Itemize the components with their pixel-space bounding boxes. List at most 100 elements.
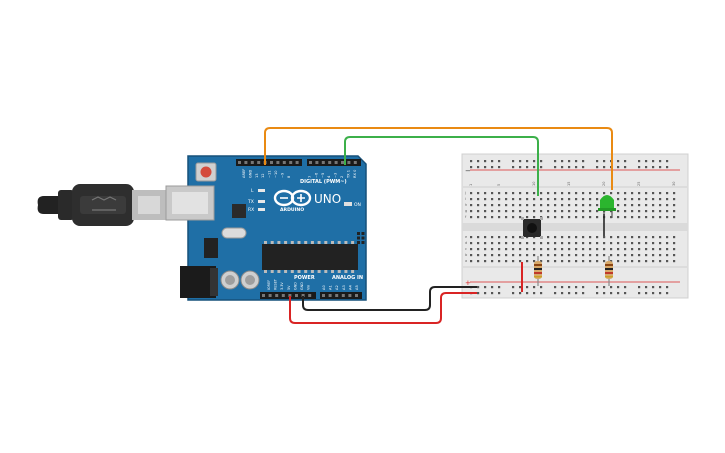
row-letter: j [464,191,466,195]
column-number: 10 [532,182,536,186]
row-letter: g [465,209,467,213]
voltage-regulator [204,238,218,258]
resistor-2[interactable] [605,256,613,286]
header-pin [295,161,299,164]
header-pin [301,294,305,297]
row-letter: e [465,235,468,239]
header-pin [281,294,285,297]
digital-pin-label: 13 [255,173,259,178]
column-number: 5 [497,184,501,186]
digital-pin-label: GND [248,170,252,178]
digital-header-pins [238,161,357,164]
rx-label: RX [248,207,254,213]
l-led [258,189,265,192]
digital-pin-label: ~9 [280,172,284,178]
digital-header[interactable] [236,159,361,166]
crystal-oscillator [221,227,247,239]
digital-header-label: DIGITAL (PWM~) [300,179,347,185]
row-letter: f [465,215,467,219]
column-number: 15 [567,182,571,186]
row-letter: h [465,203,467,207]
column-number: 1 [469,184,473,186]
on-label: ON [354,202,361,208]
wire-green[interactable] [344,136,539,196]
digital-pin-label: RX 0 [353,169,357,178]
tx-label: TX [247,199,254,205]
power-header[interactable] [260,292,362,299]
wire-red[interactable] [289,292,477,324]
on-led [344,202,352,206]
digital-pin-label: ~10 [274,170,278,178]
usb-cable[interactable] [37,184,166,226]
header-pin [334,161,338,164]
digital-pin-label: 8 [287,175,291,178]
wire-orange[interactable] [264,127,613,190]
power-jack[interactable] [180,266,218,298]
row-letter: d [465,241,467,245]
usb-chip [232,204,246,218]
digital-pin-label: ~6 [314,172,318,178]
header-pin [321,161,325,164]
board-model: UNO [314,192,341,206]
analog-pin-label: A0 [322,285,326,290]
power-header-label: POWER [294,275,315,281]
header-pin [270,161,273,164]
power-pin-label: GND [300,282,304,290]
rx-led [258,208,265,211]
header-pin [238,161,241,164]
row-letter: i [465,197,466,201]
power-pin-label: IOREF [267,280,271,290]
header-pin [295,294,298,297]
header-pin [341,294,345,297]
power-pin-label: Vin [307,285,311,290]
header-pin [328,161,332,164]
header-pin [276,161,280,164]
atmega-chip-pins [264,241,355,273]
digital-pin-label: ~11 [268,170,272,178]
header-pin [282,161,286,164]
capacitors [220,270,260,290]
l-label: L [251,188,254,194]
header-pin [355,294,358,297]
wire-black[interactable] [302,286,477,311]
icsp-header [357,232,365,244]
digital-pin-label: 12 [261,173,265,178]
power-header-pins [262,294,358,297]
resistor-1[interactable] [534,256,542,286]
rail-minus-label: − [465,167,471,175]
header-pin [335,294,339,297]
rail-plus-label: + [465,279,471,287]
header-pin [353,161,357,164]
header-pin [268,294,272,297]
header-pin [347,161,351,164]
power-pin-label: 3.3V [280,282,284,290]
header-pin [341,161,344,164]
header-pin [250,161,254,164]
digital-pin-label: 4 [327,175,331,178]
breadboard[interactable]: + − [461,153,689,299]
header-pin [309,161,312,164]
header-pin [262,294,265,297]
row-letter: b [465,253,468,257]
power-pin-label: 5V [287,285,291,290]
row-letter: c [465,247,467,251]
header-pin [275,294,279,297]
arduino-logo-icon [273,189,312,207]
analog-pin-label: A2 [335,285,339,290]
pushbutton[interactable] [521,217,543,239]
digital-pin-label: TX 1 [346,170,350,179]
header-pin [257,161,261,164]
tx-led [258,200,265,203]
atmega-chip [262,244,358,270]
header-pin [289,161,293,164]
arduino-brand: ARDUINO [280,207,304,213]
arduino-uno-board[interactable]: ON L TX RX ARDUINO UNO DIGITAL (PWM~) PO… [165,155,367,301]
column-number: 25 [637,182,641,186]
reset-button[interactable] [195,162,217,182]
analog-header-label: ANALOG IN [332,275,363,281]
power-pin-label: RESET [274,278,278,290]
analog-pin-label: A5 [355,285,359,290]
column-number: 30 [672,182,676,186]
